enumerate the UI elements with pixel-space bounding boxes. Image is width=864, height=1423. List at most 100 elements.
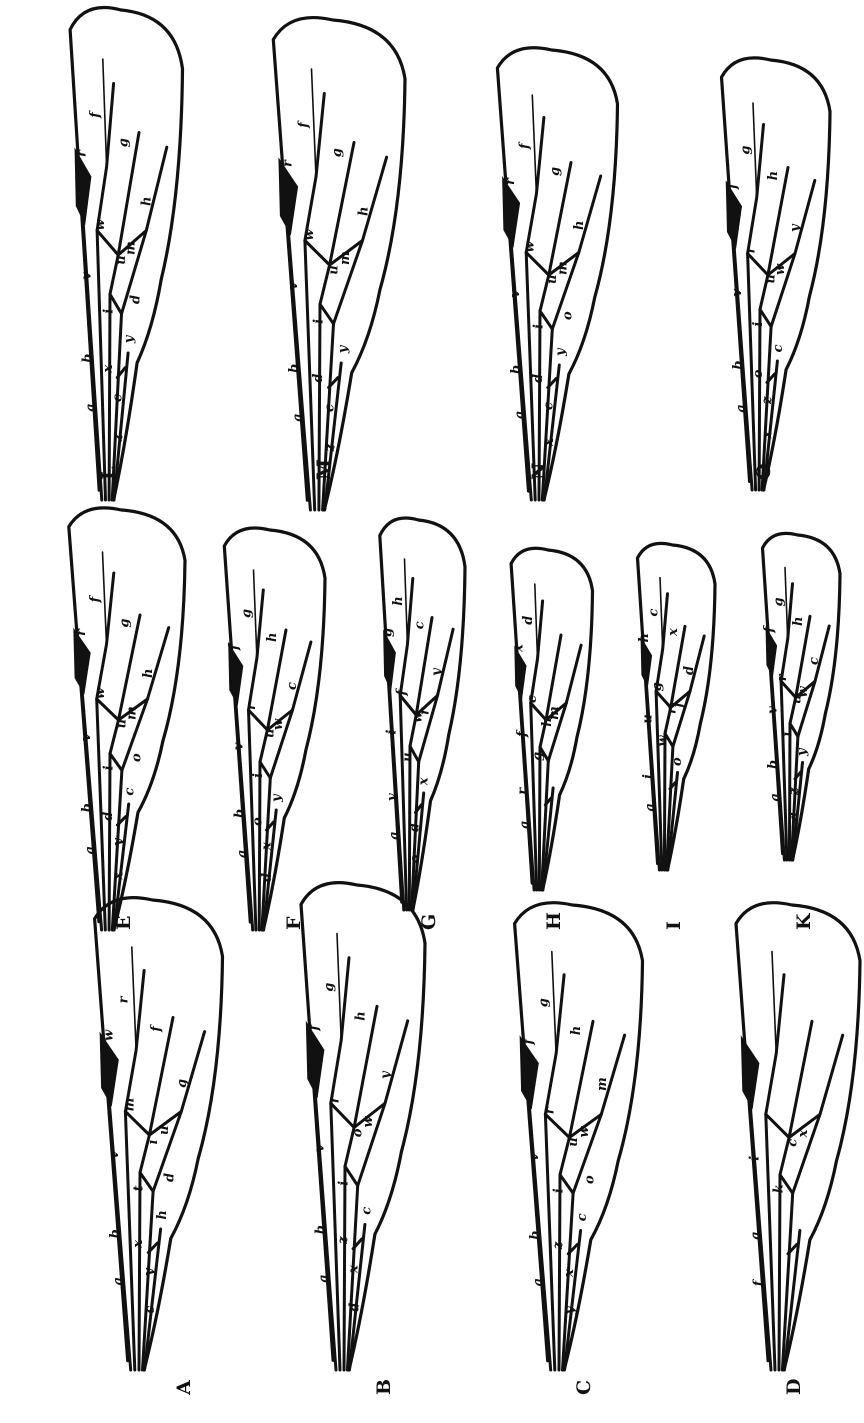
cell-letter: r [75,149,90,157]
distal-vein [103,59,107,167]
cell-letter: c [111,394,126,402]
cell-letter: x [761,430,776,439]
stigma [75,147,92,225]
cell-letter: m [595,1077,610,1091]
cell-letter: b [287,364,302,373]
cell-letter: h [139,197,154,206]
cross-vein [125,1112,149,1136]
cell-letter: c [285,682,300,690]
cell-letter: k [772,1184,787,1193]
cell-letter: r [74,628,89,636]
distal-vein [753,103,757,198]
cell-letter: c [359,1207,374,1215]
distal-vein [103,552,107,644]
wing-figure-f: abviuwrfghcyxdoF [224,528,325,930]
cell-letter: w [361,1116,376,1128]
cell-letter: r [503,177,518,185]
cell-letter: w [577,1126,592,1138]
cell-letter: u [157,1126,172,1135]
cell-letter: i [751,322,766,327]
cell-letter: z [323,443,338,452]
wing-figure-e: abviumwrfghcyxdoE [69,508,185,930]
cell-letter: g [117,619,132,628]
cell-letter: i [781,732,796,737]
cell-letter: c [123,788,138,796]
stigma [502,176,520,248]
cross-vein [249,710,268,730]
cell-letter: i [101,309,116,314]
cell-letter: h [791,617,806,626]
cell-letter: v [232,742,247,750]
figure-label: F [283,916,305,930]
cell-letter: g [322,983,337,992]
wing-figure-i: aiuwrfghcxdoI [637,543,715,930]
cell-letter: r [244,702,259,710]
distal-vein [132,947,136,1050]
cell-letter: y [788,223,803,233]
cell-letter: i [337,1181,352,1186]
cell-letter: d [347,1303,362,1312]
cell-letter: a [734,404,749,412]
cell-letter: i [312,319,327,324]
cell-letter: f [88,110,103,119]
cell-letter: x [542,438,557,447]
cell-letter: x [259,842,274,851]
figure-label: L [98,467,120,480]
cell-letter: f [517,141,532,150]
distal-vein [312,69,317,177]
cell-letter: i [552,1188,567,1193]
cell-letter: c [525,695,540,703]
cell-letter: c [323,404,338,412]
cell-letter: o [408,854,423,863]
cell-letter: d [787,812,802,821]
stigma [306,1021,325,1099]
cell-letter: h [155,1210,170,1219]
cell-letter: y [111,837,126,847]
cell-letter: o [751,369,766,378]
cell-letter: y [795,747,810,757]
cell-letter: v [286,282,301,290]
stigma [766,626,778,678]
cell-letter: x [416,777,431,786]
cell-letter: c [413,621,428,629]
cell-letter: y [270,793,285,803]
distal-vein [532,95,536,194]
cell-letter: v [730,289,745,297]
stigma [726,180,742,249]
figure-label: C [573,1380,595,1395]
cell-letter: d [101,812,116,821]
cell-letter: m [547,706,562,720]
cell-letter: y [336,344,351,354]
cell-letter: g [239,609,254,618]
wing-figure-b: abviowrfghycxdzB [301,883,425,1395]
cell-letter: b [528,1231,543,1240]
cell-letter: g [650,682,665,691]
cell-letter: i [146,1139,161,1144]
cross-vein [97,699,119,720]
cell-letter: h [569,1026,584,1035]
cell-letter: o [583,1175,598,1184]
stigma [514,645,526,699]
cell-letter: a [235,850,250,858]
cell-letter: g [381,628,396,637]
cell-letter: w [796,686,811,698]
wing-figure-d: faikcxD [736,903,860,1395]
cell-letter: g [531,752,546,761]
cell-letter: v [766,706,781,714]
cell-letter: v [385,793,400,801]
cell-letter: c [143,1306,158,1314]
cell-letter: m [338,251,353,265]
wing-figure-m: abviumwrfghyczdM [273,18,405,510]
stigma [278,157,298,235]
cell-letter: f [88,594,103,603]
cell-letter: c [786,1139,801,1147]
distal-vein [772,952,776,1054]
figure-label: D [783,1379,805,1395]
cell-letter: y [122,334,137,344]
cell-letter: x [131,1240,146,1249]
vein [563,1035,625,1370]
cell-letter: z [551,1241,566,1250]
